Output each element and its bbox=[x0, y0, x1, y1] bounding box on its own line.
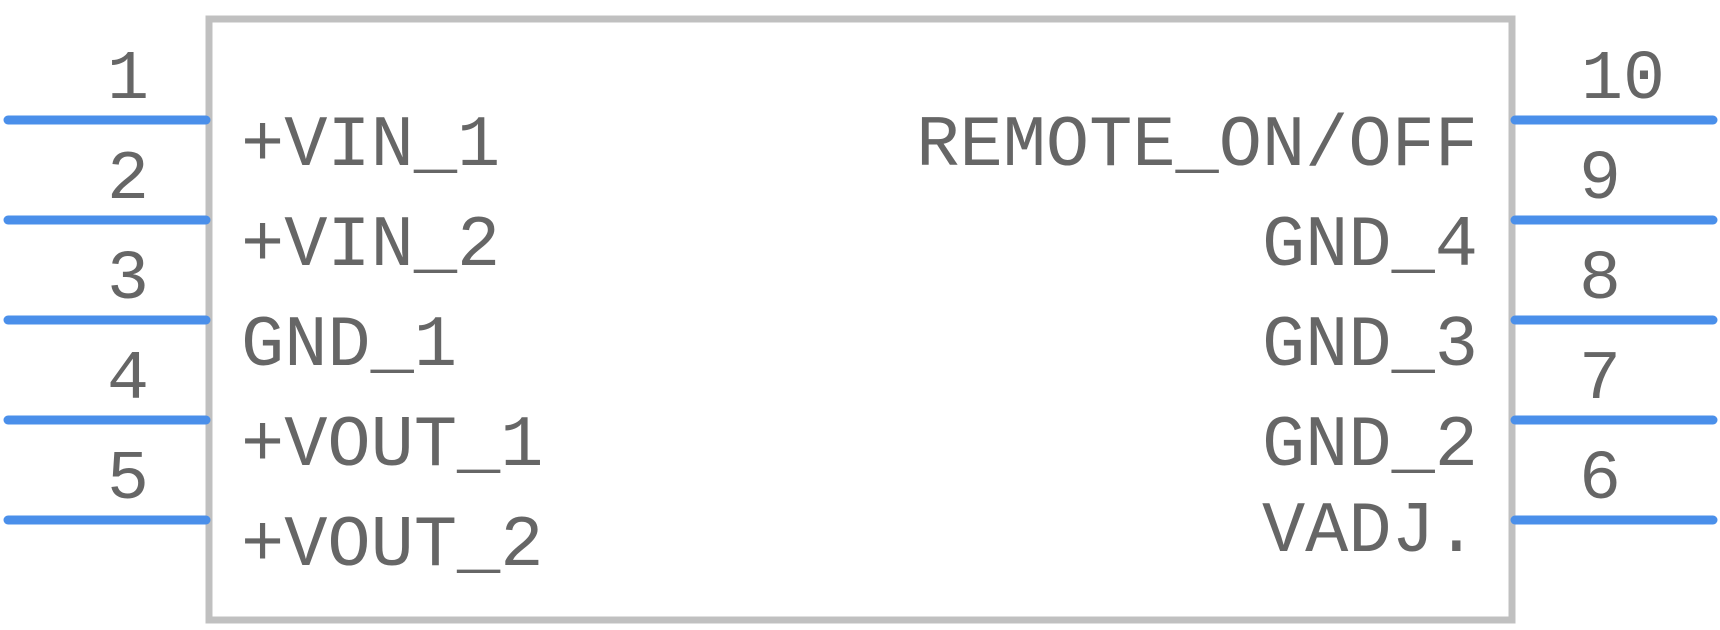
right-pins: 10 REMOTE_ON/OFF 9 GND_4 8 GND_3 7 GND_2… bbox=[916, 41, 1718, 573]
pin-number-10: 10 bbox=[1581, 41, 1665, 120]
pin-label-remote-on-off: REMOTE_ON/OFF bbox=[916, 105, 1478, 187]
pin-number-3: 3 bbox=[107, 241, 149, 320]
left-pin: 5 +VOUT_2 bbox=[3, 441, 543, 587]
pin-number-8: 8 bbox=[1579, 241, 1621, 320]
pin-number-6: 6 bbox=[1579, 441, 1621, 520]
pin-number-4: 4 bbox=[107, 341, 149, 420]
right-pin: 6 VADJ. bbox=[1262, 441, 1718, 573]
right-pin: 10 REMOTE_ON/OFF bbox=[916, 41, 1718, 187]
left-pin: 3 GND_1 bbox=[3, 241, 457, 387]
pin-label-vin-1: +VIN_1 bbox=[241, 105, 500, 187]
pin-label-gnd-1: GND_1 bbox=[241, 305, 457, 387]
pin-number-5: 5 bbox=[107, 441, 149, 520]
pin-label-gnd-3: GND_3 bbox=[1262, 305, 1478, 387]
right-pin: 8 GND_3 bbox=[1262, 241, 1718, 387]
left-pin: 2 +VIN_2 bbox=[3, 141, 500, 287]
pin-label-gnd-2: GND_2 bbox=[1262, 405, 1478, 487]
pin-number-7: 7 bbox=[1579, 341, 1621, 420]
left-pin: 4 +VOUT_1 bbox=[3, 341, 543, 487]
pin-label-vout-1: +VOUT_1 bbox=[241, 405, 543, 487]
pin-number-1: 1 bbox=[107, 41, 149, 120]
pin-label-gnd-4: GND_4 bbox=[1262, 205, 1478, 287]
pin-label-vin-2: +VIN_2 bbox=[241, 205, 500, 287]
right-pin: 7 GND_2 bbox=[1262, 341, 1718, 487]
pin-label-vout-2: +VOUT_2 bbox=[241, 505, 543, 587]
pin-number-2: 2 bbox=[107, 141, 149, 220]
pin-number-9: 9 bbox=[1579, 141, 1621, 220]
right-pin: 9 GND_4 bbox=[1262, 141, 1718, 287]
pin-label-vadj: VADJ. bbox=[1262, 491, 1478, 573]
left-pin: 1 +VIN_1 bbox=[3, 41, 500, 187]
left-pins: 1 +VIN_1 2 +VIN_2 3 GND_1 4 +VOUT_1 5 +V… bbox=[3, 41, 543, 587]
